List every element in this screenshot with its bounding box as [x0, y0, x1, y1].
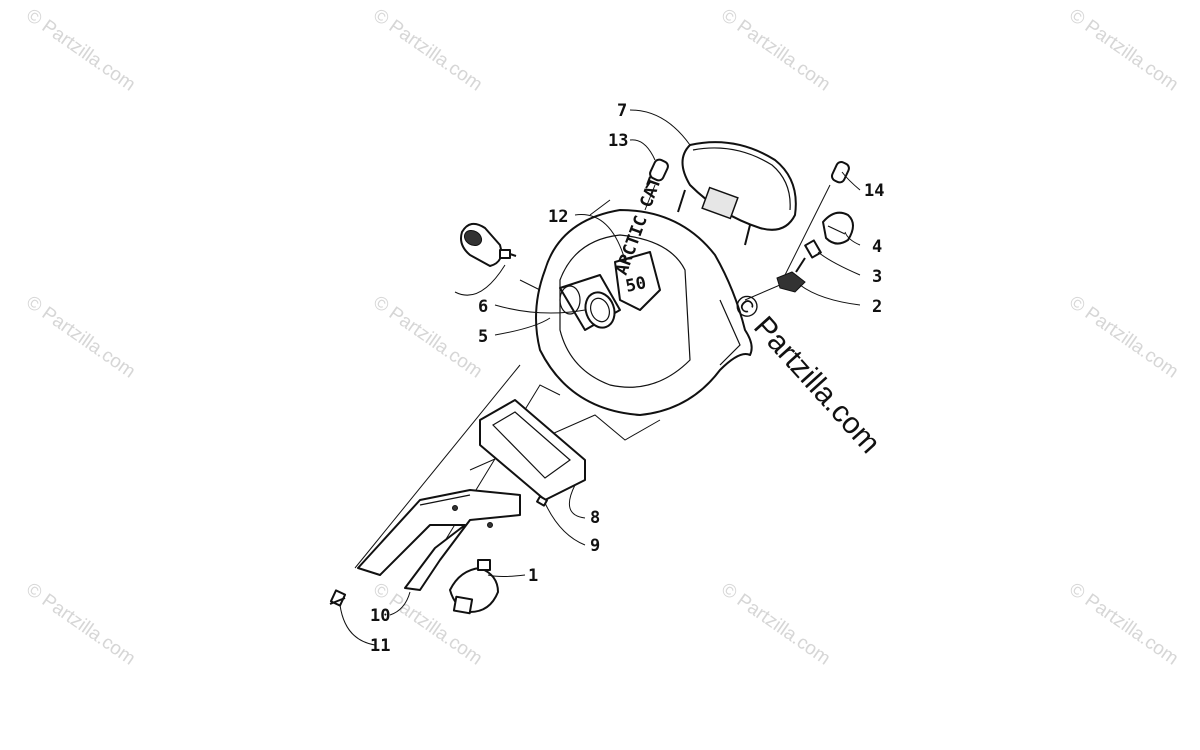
- indicator-bulb-left: [645, 158, 669, 189]
- watermark-text: © Partzilla.com: [1065, 579, 1182, 670]
- watermark-large: © Partzilla.com: [727, 288, 887, 460]
- callout-11: 11: [370, 636, 390, 656]
- callout-2: 2: [872, 297, 882, 317]
- logo-number-text: 50: [624, 273, 648, 297]
- callout-1: 1: [528, 566, 538, 586]
- ignition-switch: [822, 211, 854, 245]
- callout-4: 4: [872, 237, 882, 257]
- watermark-text: © Partzilla.com: [22, 292, 139, 383]
- watermark-text: © Partzilla.com: [717, 579, 834, 670]
- power-socket: [460, 222, 517, 267]
- watermark-text: © Partzilla.com: [369, 292, 486, 383]
- bezel: [559, 274, 621, 331]
- callout-labels: 7 13 12 14 4 3 2 6 5 8 9 1 10 11: [370, 101, 884, 656]
- callout-7: 7: [617, 101, 627, 121]
- callout-13: 13: [608, 131, 628, 151]
- ignition-key: [795, 239, 822, 273]
- indicator-bulb-right: [830, 161, 850, 184]
- screw-large: [329, 589, 347, 607]
- switch-knob: [449, 559, 499, 615]
- callout-8: 8: [590, 508, 600, 528]
- watermark-text: © Partzilla.com: [369, 5, 486, 96]
- callout-3: 3: [872, 267, 882, 287]
- callout-14: 14: [864, 181, 884, 201]
- gauge-cluster: [677, 141, 797, 246]
- watermark-text: © Partzilla.com: [717, 5, 834, 96]
- callout-leaders: [339, 109, 861, 646]
- callout-5: 5: [478, 327, 488, 347]
- watermark-text: © Partzilla.com: [22, 579, 139, 670]
- watermark-text: © Partzilla.com: [1065, 5, 1182, 96]
- bracket-frame: [479, 399, 586, 501]
- mounting-bracket: [357, 489, 521, 591]
- callout-6: 6: [478, 297, 488, 317]
- switch-nut: [776, 271, 806, 293]
- headlight-pod-housing: [535, 209, 753, 416]
- callout-10: 10: [370, 606, 390, 626]
- callout-12: 12: [548, 207, 568, 227]
- callout-9: 9: [590, 536, 600, 556]
- watermark-text: © Partzilla.com: [1065, 292, 1182, 383]
- watermark-text: © Partzilla.com: [22, 5, 139, 96]
